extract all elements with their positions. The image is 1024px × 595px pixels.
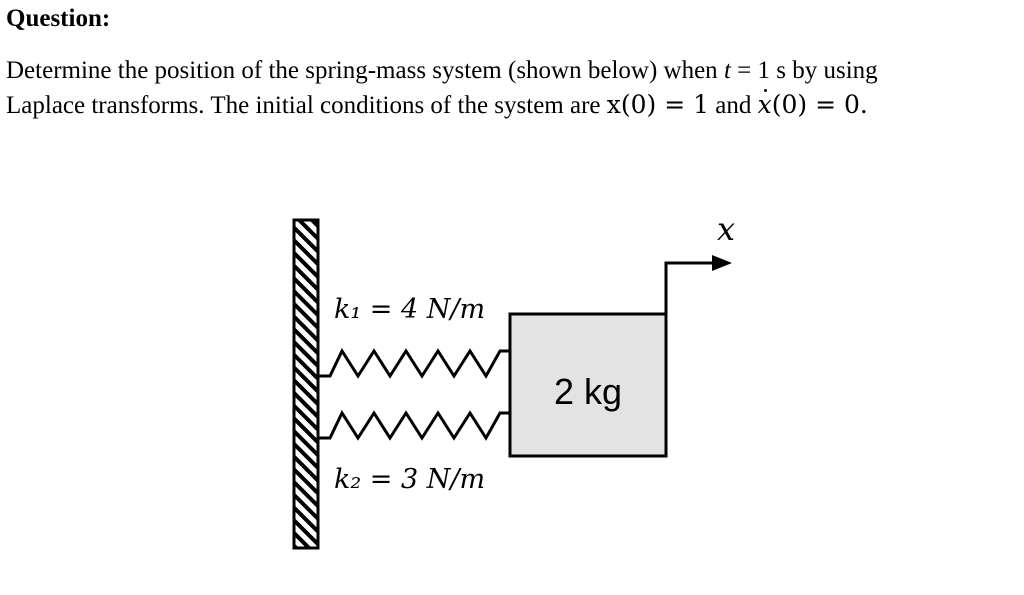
- spring-k1: [318, 347, 510, 379]
- displacement-arrow: [664, 255, 732, 314]
- fixed-wall: [292, 218, 320, 550]
- question-text-line-1: Determine the position of the spring-mas…: [6, 54, 878, 88]
- spring-k2: [318, 409, 510, 441]
- mass-block: [508, 312, 668, 458]
- k2-label: k₂ = 3 N/m: [334, 464, 485, 495]
- k1-label: k₁ = 4 N/m: [334, 294, 485, 325]
- displacement-label: x: [717, 210, 735, 248]
- mass-label: 2 kg: [554, 371, 622, 412]
- initial-position-condition: x(0) = 1: [606, 90, 710, 119]
- velocity-symbol: x: [758, 88, 772, 122]
- question-text-part: = 1 s by using: [730, 57, 878, 84]
- question-text-part: and: [709, 92, 758, 119]
- question-text-line-2: Laplace transforms. The initial conditio…: [6, 88, 868, 123]
- question-text-part: Laplace transforms. The initial conditio…: [6, 92, 607, 119]
- question-text-part: Determine the position of the spring-mas…: [6, 57, 724, 84]
- question-heading: Question:: [6, 5, 111, 32]
- initial-velocity-condition: (0) = 0.: [771, 90, 868, 119]
- time-symbol: t: [723, 57, 731, 84]
